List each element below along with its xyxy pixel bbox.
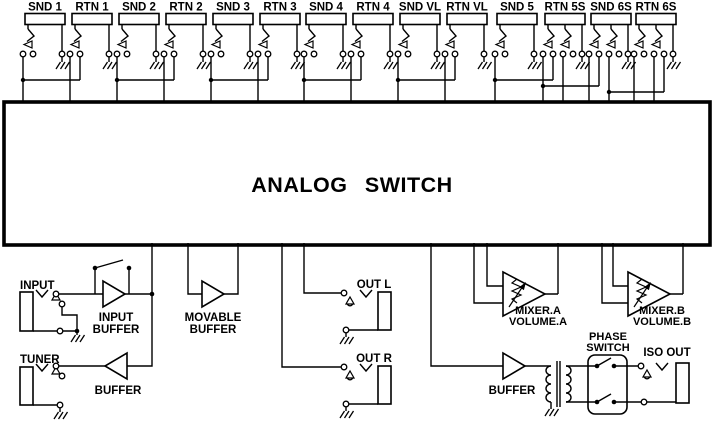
analog-switch-title: ANALOG SWITCH <box>251 173 452 197</box>
tuner-buffer: BUFFER <box>58 351 142 397</box>
tuner-buffer-label: BUFFER <box>95 385 142 397</box>
tuner-jack-label: TUNER <box>20 354 60 366</box>
mixer-a-label-1: MIXER.A <box>515 305 561 317</box>
junction-dot <box>149 291 155 297</box>
jack-label: RTN 1 <box>75 2 109 14</box>
iso-out-label: ISO OUT <box>643 347 690 359</box>
ground-icon <box>196 61 212 70</box>
transformer <box>525 361 597 417</box>
jack-label: RTN 5S <box>545 2 586 14</box>
iso-buffer: BUFFER <box>430 243 536 397</box>
ground-icon <box>290 61 306 70</box>
jack-label: SND 4 <box>309 2 343 14</box>
analog-switch-block: ANALOG SWITCH <box>2 100 712 247</box>
junction-dot <box>540 83 546 89</box>
mixer-a-label-2: VOLUME.A <box>509 316 567 328</box>
ground-icon <box>243 61 259 70</box>
wire-input-chain <box>127 243 153 367</box>
jack-label: SND VL <box>399 2 441 14</box>
mixer-b: MIXER.B VOLUME.B <box>601 243 691 328</box>
input-buffer-label-1: INPUT <box>99 312 134 324</box>
ground-icon <box>430 61 446 70</box>
ground-icon <box>55 61 71 70</box>
jack-3: RTN 2 <box>160 2 212 106</box>
input-buffer-label-2: BUFFER <box>93 324 140 336</box>
jack-label: RTN 4 <box>356 2 390 14</box>
phase-switch-label-1: PHASE <box>589 331 627 343</box>
jack-label: SND 1 <box>28 2 62 14</box>
ground-icon <box>527 61 543 70</box>
input-buffer: INPUT BUFFER <box>58 279 152 336</box>
top-jacks-layer: SND 1 RTN 1 SND 2 RTN 2 SND 3 RTN 3 SND 4 RTN 4… <box>19 2 682 106</box>
jack-label: SND 2 <box>122 2 156 14</box>
phase-switch-label-2: SWITCH <box>586 342 629 354</box>
ground-icon <box>383 61 399 70</box>
junction-dot <box>395 77 401 83</box>
out-l-label: OUT L <box>357 279 392 291</box>
input-jack-label: INPUT <box>20 280 55 292</box>
jack-10: SND 5 <box>491 2 543 106</box>
circuit-layer: ANALOG SWITCH INPUT INPUT BUFFER <box>2 100 712 420</box>
junction-dot <box>20 77 26 83</box>
jack-6: SND 4 <box>300 2 352 106</box>
analog-switch-box <box>2 100 712 247</box>
jack-13: RTN 6S <box>630 2 682 106</box>
jack-label: RTN 3 <box>263 2 296 14</box>
junction-dot <box>606 89 612 95</box>
jack-9: RTN VL <box>441 2 493 106</box>
iso-buffer-label: BUFFER <box>489 385 536 397</box>
ground-icon <box>336 61 352 70</box>
bypass-switch <box>92 259 132 294</box>
iso-out-jack: ISO OUT <box>614 347 691 406</box>
ground-icon <box>575 61 591 70</box>
junction-dot <box>492 77 498 83</box>
movable-buffer-label-1: MOVABLE <box>185 312 242 324</box>
ground-icon <box>102 61 118 70</box>
jack-1: RTN 1 <box>66 2 118 106</box>
jack-0: SND 1 <box>19 2 71 106</box>
jack-label: RTN 6S <box>636 2 677 14</box>
jack-label: RTN 2 <box>169 2 202 14</box>
junction-dot <box>114 77 120 83</box>
input-jack: INPUT <box>19 280 86 343</box>
jack-label: RTN VL <box>446 2 488 14</box>
tuner-jack: TUNER <box>19 354 69 420</box>
movable-buffer: MOVABLE BUFFER <box>185 243 242 336</box>
junction-dot <box>208 77 214 83</box>
mixer-b-label-1: MIXER.B <box>639 305 685 317</box>
jack-label: SND 6S <box>590 2 632 14</box>
jack-label: SND 3 <box>216 2 250 14</box>
ground-icon <box>666 61 682 70</box>
jack-2: SND 2 <box>113 2 165 106</box>
jack-5: RTN 3 <box>254 2 306 106</box>
jack-interconnects <box>20 56 665 95</box>
jack-4: SND 3 <box>207 2 259 106</box>
out-r-jack: OUT R <box>281 243 393 419</box>
out-l-jack: OUT L <box>303 243 392 345</box>
junction-dot <box>301 77 307 83</box>
jack-8: SND VL <box>394 2 446 106</box>
jack-12: SND 6S <box>585 2 637 106</box>
jack-11: RTN 5S <box>539 2 591 106</box>
mixer-a: MIXER.A VOLUME.A <box>473 243 567 328</box>
phase-switch: PHASE SWITCH <box>586 331 630 415</box>
movable-buffer-label-2: BUFFER <box>190 324 237 336</box>
jack-label: SND 5 <box>500 2 534 14</box>
mixer-b-label-2: VOLUME.B <box>633 316 691 328</box>
out-r-label: OUT R <box>356 353 392 365</box>
ground-icon <box>477 61 493 70</box>
jack-7: RTN 4 <box>347 2 399 106</box>
ground-icon <box>149 61 165 70</box>
